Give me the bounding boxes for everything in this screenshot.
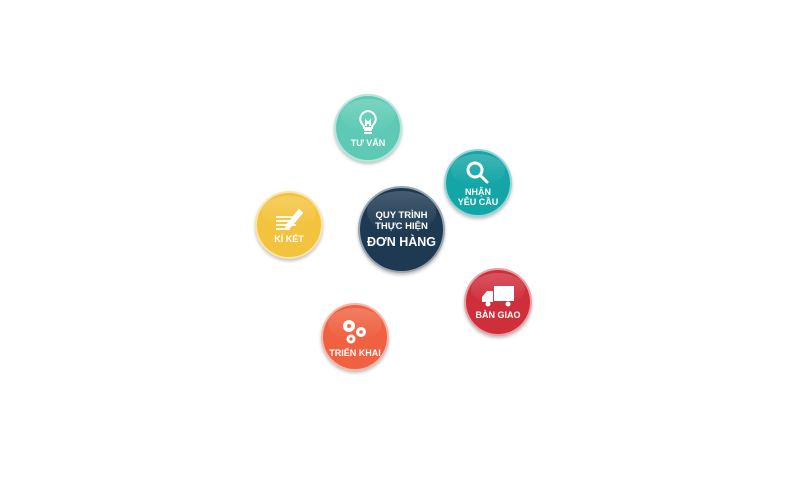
step-label: BÀN GIAO — [475, 309, 521, 320]
step-tu-van: TƯ VẤN — [334, 94, 402, 162]
center-title-line2: THỰC HIỆN — [375, 220, 428, 232]
gears-icon — [343, 319, 366, 343]
step-label: TRIỂN KHAI — [329, 347, 381, 358]
step-label: KÍ KẾT — [274, 233, 304, 244]
center-node-order-process: QUY TRÌNH THỰC HIỆN ĐƠN HÀNG — [358, 186, 445, 273]
lightbulb-icon — [359, 109, 377, 134]
step-ki-ket: KÍ KẾT — [255, 191, 323, 259]
center-title-line1: QUY TRÌNH — [375, 209, 428, 221]
center-title-line3: ĐƠN HÀNG — [367, 234, 436, 249]
step-ban-giao: BÀN GIAO — [464, 268, 532, 336]
step-label: TƯ VẤN — [350, 137, 386, 148]
magnifier-icon — [466, 161, 489, 183]
step-label: NHẬN — [465, 186, 491, 197]
delivery-truck-icon — [482, 285, 514, 306]
step-nhan-yeu-cau: NHẬN YÊU CẦU — [444, 149, 512, 217]
step-trien-khai: TRIỂN KHAI — [321, 303, 389, 371]
step-label-line2: YÊU CẦU — [457, 196, 499, 207]
contract-pen-icon — [276, 208, 304, 230]
